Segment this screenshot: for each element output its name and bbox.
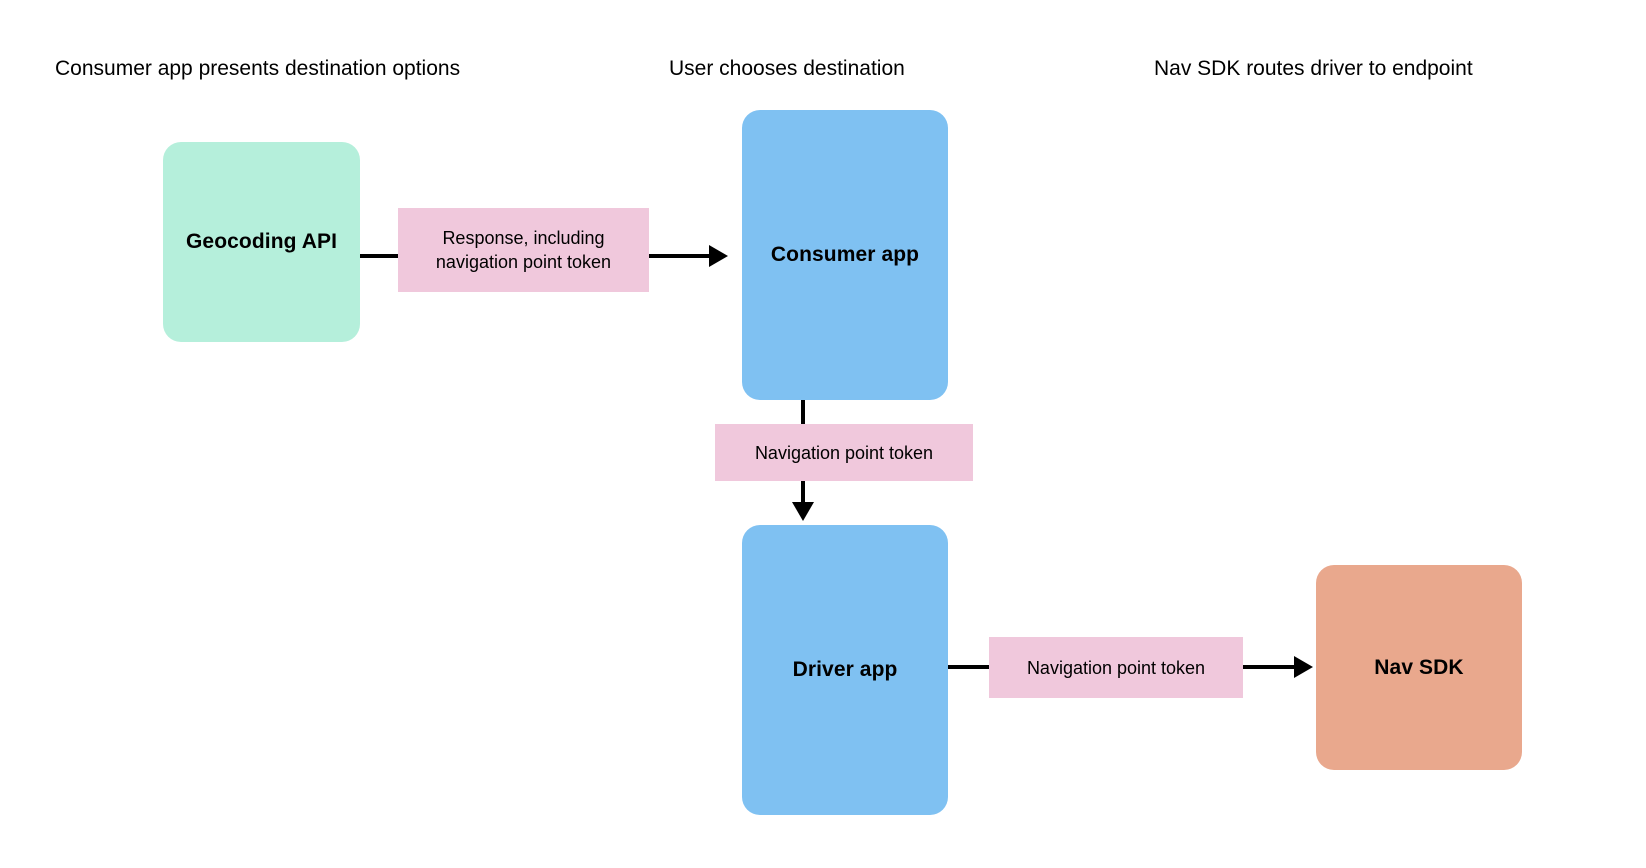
edge-label-response-including-navigation-point-token: Response, including navigation point tok…: [398, 208, 649, 292]
node-consumer-app-label: Consumer app: [770, 243, 920, 266]
column-header-nav-sdk-routes: Nav SDK routes driver to endpoint: [1154, 56, 1473, 82]
column-header-label: Consumer app presents destination option…: [55, 57, 461, 80]
node-nav-sdk-label: Nav SDK: [1374, 655, 1464, 679]
column-header-user-chooses-destination: User chooses destination: [669, 56, 905, 82]
edge-label-navigation-point-token-consumer-driver: Navigation point token: [715, 424, 973, 481]
edge-label-navigation-point-token-driver-navsdk: Navigation point token: [989, 637, 1243, 698]
node-driver-app-label: Driver app: [792, 658, 898, 681]
edge-label-text: Response, including navigation point tok…: [435, 228, 612, 272]
connector-consumer-to-driver-arrowhead: [792, 502, 814, 521]
edge-label-text: Navigation point token: [754, 442, 934, 463]
column-header-label: User chooses destination: [669, 57, 905, 80]
node-geocoding-api-label: Geocoding API: [185, 230, 338, 253]
node-driver-app[interactable]: Driver app: [742, 525, 948, 815]
column-header-label: Nav SDK routes driver to endpoint: [1154, 57, 1473, 80]
connector-driver-to-navsdk-arrowhead: [1294, 656, 1313, 678]
node-nav-sdk[interactable]: Nav SDK: [1316, 565, 1522, 770]
edge-label-text: Navigation point token: [1026, 657, 1206, 678]
node-geocoding-api[interactable]: Geocoding API: [163, 142, 360, 342]
column-header-consumer-app-options: Consumer app presents destination option…: [55, 56, 460, 82]
connector-geocoding-to-consumer-arrowhead: [709, 245, 728, 267]
node-consumer-app[interactable]: Consumer app: [742, 110, 948, 400]
